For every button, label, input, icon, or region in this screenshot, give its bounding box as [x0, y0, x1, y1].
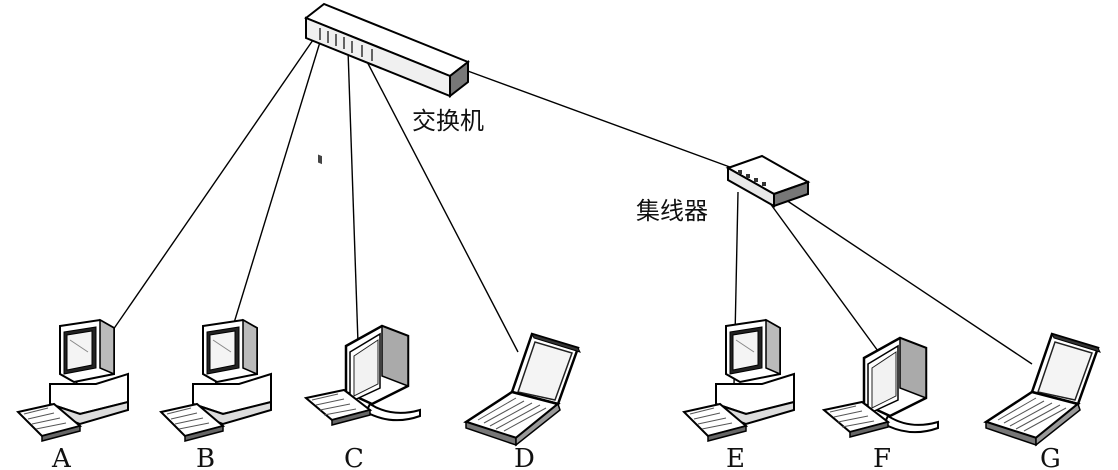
node-label-F: F: [873, 444, 891, 470]
link-switch-C: [347, 49, 359, 344]
hub-icon: [725, 154, 811, 208]
node-label-E: E: [726, 444, 745, 470]
computer-icon-E: [683, 319, 795, 442]
node-label-G: G: [1040, 444, 1061, 470]
node-label-C: C: [344, 444, 364, 470]
hub-label: 集线器: [636, 197, 708, 225]
monitor-icon-C: [304, 324, 422, 427]
link-switch-hub: [464, 69, 739, 171]
node-label-D: D: [514, 444, 535, 470]
node-label-B: B: [196, 444, 215, 470]
link-hub-G: [773, 191, 1033, 365]
computer-icon-A: [17, 319, 129, 442]
node-label-A: A: [51, 444, 72, 470]
link-switch-D: [361, 51, 519, 353]
laptop-icon-D: [464, 332, 582, 447]
link-hub-F: [763, 194, 887, 363]
monitor-icon-F: [822, 336, 940, 439]
switch-label: 交换机: [412, 107, 484, 135]
computer-icon-B: [160, 319, 272, 442]
laptop-icon-G: [984, 332, 1102, 447]
switch-icon: [304, 2, 470, 165]
